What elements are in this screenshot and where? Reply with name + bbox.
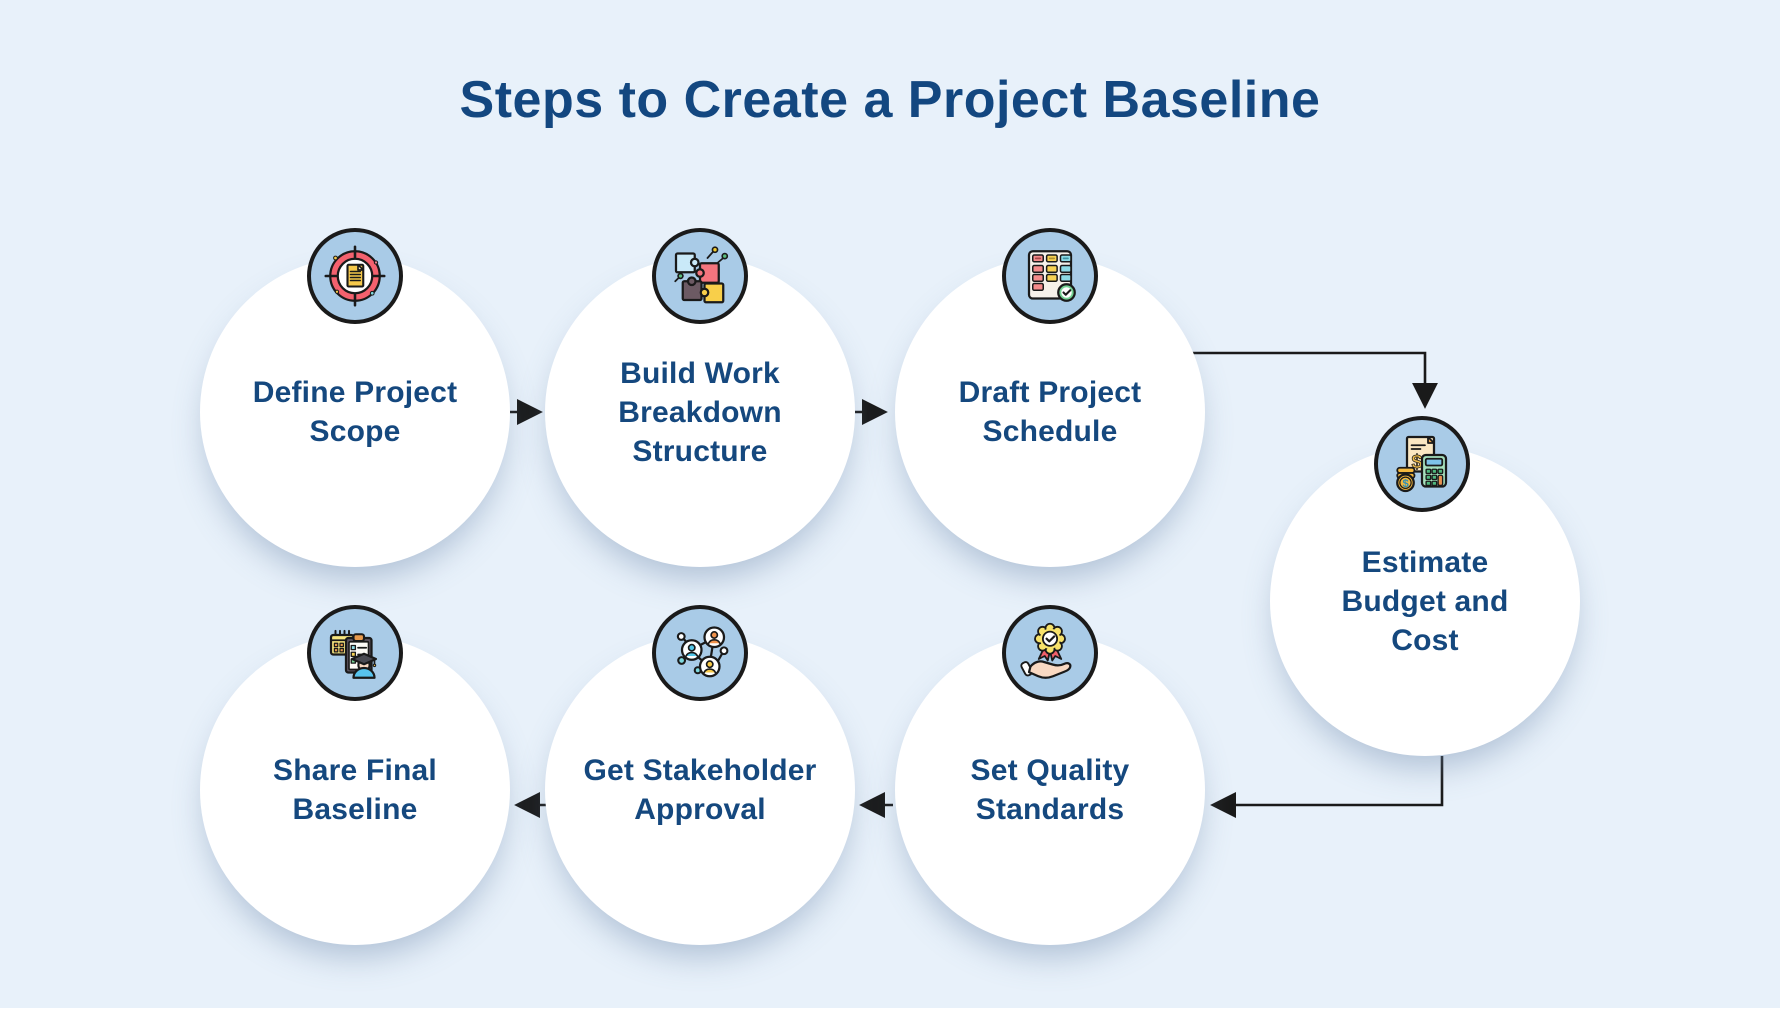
- step-badge-5: [1002, 605, 1098, 701]
- kanban-board-icon: [1027, 250, 1076, 302]
- svg-text:$: $: [1412, 451, 1423, 473]
- step-label: Get Stakeholder Approval: [583, 754, 817, 826]
- step-badge-2: [652, 228, 748, 324]
- target-scope-icon: [324, 245, 386, 307]
- step-label: Define Project Scope: [252, 376, 458, 448]
- elbow-arrow-step3-to-step4: [1192, 351, 1438, 409]
- step-badge-3: [1002, 228, 1098, 324]
- budget-calculator-icon: $ $: [1396, 435, 1448, 493]
- page-title: Steps to Create a Project Baseline: [459, 71, 1321, 129]
- puzzle-pieces-icon: [674, 246, 729, 304]
- stakeholder-network-icon: [676, 626, 729, 678]
- step-label: Estimate Budget and Cost: [1341, 545, 1509, 657]
- elbow-arrow-step4-to-step5: [1210, 756, 1444, 818]
- bottom-white-strip: [0, 1008, 1780, 1026]
- quality-medal-hand-icon: [1020, 622, 1072, 679]
- step-label: Draft Project Schedule: [958, 376, 1142, 448]
- step-badge-1: [307, 228, 403, 324]
- step-label: Build Work Breakdown Structure: [618, 356, 782, 468]
- step-label: Set Quality Standards: [970, 754, 1130, 826]
- svg-text:$: $: [1403, 478, 1410, 490]
- step-badge-6: [652, 605, 748, 701]
- step-label: Share Final Baseline: [273, 754, 437, 826]
- share-baseline-clipboard-icon: [329, 629, 378, 679]
- step-badge-7: [307, 605, 403, 701]
- step-badge-4: $ $: [1374, 416, 1470, 512]
